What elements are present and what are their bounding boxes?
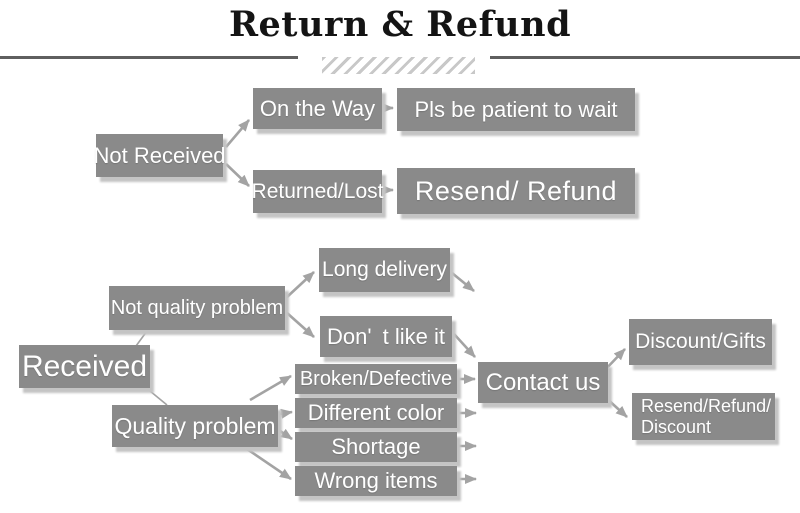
node-different-color: Different color [295,398,457,428]
node-label: Received [21,349,148,383]
node-label: Pls be patient to wait [414,96,618,122]
title-rule-right [490,56,800,59]
node-received: Received [19,345,150,388]
hatch-decoration [322,57,475,74]
page-title: Return & Refund [228,4,572,45]
node-wrong-items: Wrong items [295,466,457,496]
node-label: Discount/Gifts [635,330,766,353]
node-label: Don' t like it [327,323,445,349]
node-not-quality-problem: Not quality problem [109,286,285,330]
node-returned-lost: Returned/Lost [251,170,384,213]
title-rule-left [0,56,298,59]
node-label: Resend/ Refund [414,175,618,206]
node-discount-gifts: Discount/Gifts [629,319,772,365]
node-label: Resend/Refund/ Discount [641,395,772,437]
node-contact-us: Contact us [478,362,608,403]
node-dont-like-it: Don' t like it [320,316,452,357]
node-quality-problem: Quality problem [112,405,278,447]
node-not-received: Not Received [93,134,226,177]
node-label: Wrong items [314,468,438,493]
node-label: Long delivery [322,258,447,281]
node-long-delivery: Long delivery [319,248,450,292]
node-label: Contact us [485,368,601,396]
node-label: Different color [307,400,445,425]
node-on-the-way: On the Way [253,88,382,129]
node-resend-refund: Resend/ Refund [397,168,635,214]
node-broken-defective: Broken/Defective [295,364,457,394]
node-pls-be-patient: Pls be patient to wait [397,88,635,131]
node-label: Shortage [331,434,421,459]
node-resend-refund-discount: Resend/Refund/ Discount [632,393,775,440]
node-label: Not Received [93,142,226,168]
node-label: Not quality problem [110,296,284,319]
node-label: Broken/Defective [299,367,453,390]
node-label: On the Way [259,95,376,121]
node-shortage: Shortage [295,432,457,462]
node-label: Returned/Lost [251,179,384,203]
node-label: Quality problem [114,412,276,439]
